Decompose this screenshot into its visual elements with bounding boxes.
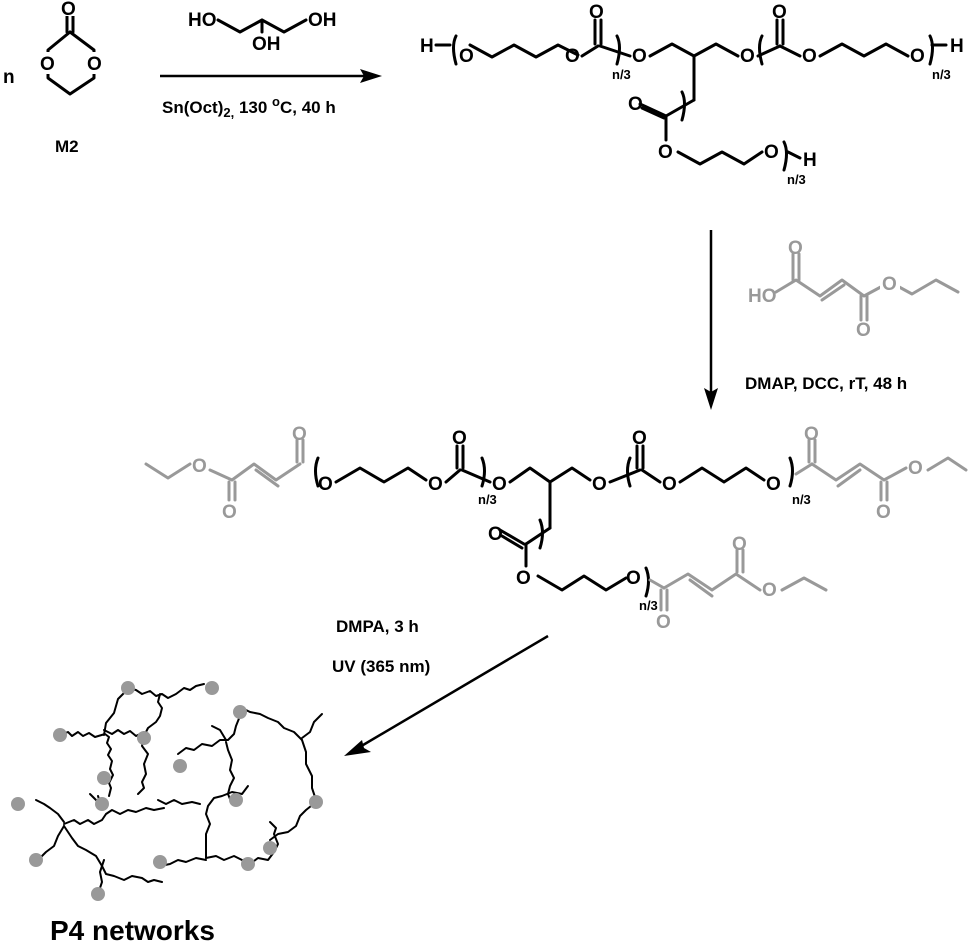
step3-line1: DMPA, 3 h	[336, 617, 419, 636]
svg-text:OH: OH	[308, 10, 337, 31]
step2-conditions: DMAP, DCC, rT, 48 h	[745, 374, 907, 393]
svg-text:O: O	[222, 502, 237, 523]
svg-text:O: O	[802, 46, 817, 67]
svg-text:O: O	[592, 474, 607, 495]
svg-text:OH: OH	[252, 34, 281, 55]
step3-line2: UV (365 nm)	[332, 657, 430, 676]
svg-text:O: O	[764, 142, 779, 163]
svg-text:O: O	[910, 46, 925, 67]
svg-text:O: O	[87, 54, 102, 75]
svg-text:O: O	[565, 46, 580, 67]
svg-text:n/3: n/3	[792, 492, 811, 507]
svg-text:O: O	[766, 474, 781, 495]
svg-text:H: H	[803, 150, 817, 171]
svg-text:O: O	[662, 474, 677, 495]
svg-text:O: O	[632, 46, 647, 67]
svg-text:O: O	[632, 428, 647, 449]
svg-text:O: O	[459, 46, 474, 67]
svg-text:O: O	[772, 2, 787, 23]
monomer-label: M2	[55, 137, 79, 156]
svg-text:HO: HO	[188, 10, 217, 31]
svg-text:O: O	[626, 568, 641, 589]
glycerol-initiator: HO OH OH	[188, 10, 337, 55]
svg-text:O: O	[40, 54, 55, 75]
svg-text:HO: HO	[748, 286, 777, 307]
svg-text:n/3: n/3	[932, 67, 951, 82]
svg-text:O: O	[488, 524, 503, 545]
svg-text:O: O	[452, 428, 467, 449]
svg-text:O: O	[658, 142, 673, 163]
step1-conditions: Sn(Oct)2, 130 oC, 40 h	[162, 94, 336, 120]
svg-text:H: H	[420, 36, 434, 57]
svg-text:O: O	[732, 534, 747, 555]
product-label: P4 networks	[50, 915, 215, 944]
svg-text:O: O	[788, 238, 803, 259]
reaction-arrow-1: Sn(Oct)2, 130 oC, 40 h	[160, 69, 382, 120]
fumarate-functional-ptmc: O O O O O O n/3 O O O O O n/3	[144, 424, 968, 633]
svg-text:O: O	[492, 474, 507, 495]
svg-text:O: O	[762, 580, 777, 601]
svg-text:O: O	[856, 320, 871, 341]
svg-text:O: O	[61, 0, 76, 20]
svg-text:n/3: n/3	[478, 492, 497, 507]
reaction-arrow-3: DMPA, 3 h UV (365 nm)	[332, 617, 549, 756]
svg-text:n/3: n/3	[612, 67, 631, 82]
svg-text:O: O	[192, 456, 207, 477]
monoethyl-fumarate: HO O O O	[748, 238, 960, 341]
svg-text:O: O	[908, 458, 923, 479]
svg-text:n/3: n/3	[787, 172, 806, 187]
coefficient-n: n	[3, 67, 15, 88]
svg-text:O: O	[804, 424, 819, 445]
svg-text:O: O	[882, 274, 897, 295]
svg-text:O: O	[628, 94, 643, 115]
carbonate-ring	[46, 30, 96, 96]
svg-text:O: O	[318, 474, 333, 495]
svg-text:H: H	[950, 36, 964, 57]
svg-text:O: O	[876, 502, 891, 523]
svg-text:O: O	[292, 424, 307, 445]
reaction-arrow-2	[704, 230, 718, 410]
svg-text:O: O	[589, 2, 604, 23]
svg-text:O: O	[428, 474, 443, 495]
svg-text:O: O	[740, 46, 755, 67]
p4-network-graphic: P4 networks	[11, 681, 323, 944]
svg-text:O: O	[516, 568, 531, 589]
monomer-m2: n O O O M2	[3, 0, 104, 156]
svg-text:O: O	[656, 612, 671, 633]
svg-text:n/3: n/3	[639, 598, 658, 613]
star-ptmc-polyol: H O O O n/3 O O O O O n/3 H O	[420, 2, 964, 187]
